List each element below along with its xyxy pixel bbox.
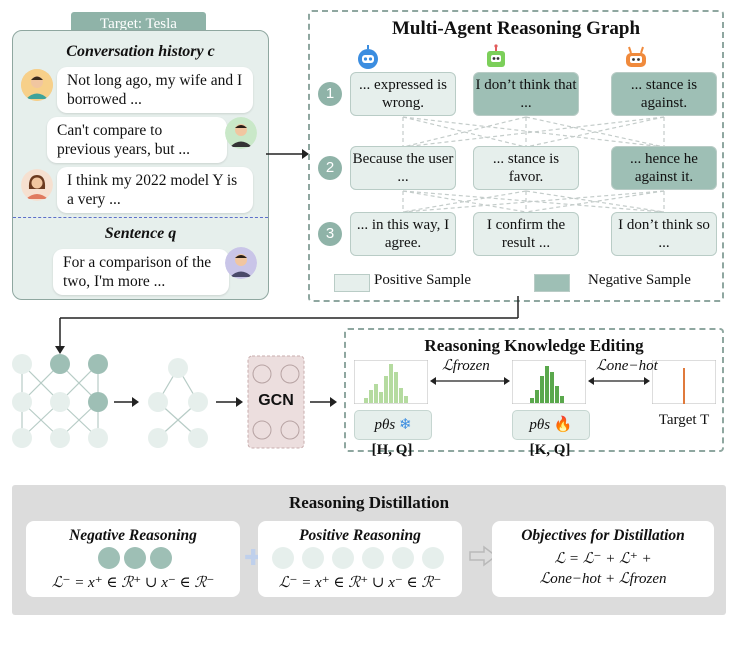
knowledge-editing-panel: Reasoning Knowledge Editing ℒfrozen ℒone… bbox=[344, 328, 724, 458]
connector-graph-to-network bbox=[55, 296, 519, 354]
negative-dot bbox=[124, 547, 146, 569]
message-bubble-3: I think my 2022 model Y is a very ... bbox=[57, 167, 253, 213]
legend-positive-label: Positive Sample bbox=[374, 272, 472, 288]
node-r2-c: ... hence he against it. bbox=[611, 146, 717, 190]
node-r3-a: ... in this way, I agree. bbox=[350, 212, 456, 256]
avatar-man-2-icon bbox=[225, 117, 257, 149]
node-r1-a: ... expressed is wrong. bbox=[350, 72, 456, 116]
legend-positive-swatch bbox=[334, 274, 370, 292]
robot-blue-icon bbox=[358, 45, 378, 69]
negative-dot bbox=[150, 547, 172, 569]
arrow-right-icon bbox=[469, 545, 498, 567]
objectives-title: Objectives for Distillation bbox=[521, 527, 685, 544]
editing-title: Reasoning Knowledge Editing bbox=[424, 336, 644, 355]
positive-dot bbox=[332, 547, 354, 569]
distillation-title: Reasoning Distillation bbox=[288, 493, 450, 512]
message-bubble-2: Can't compare to previous years, but ... bbox=[47, 117, 227, 163]
row-number-2: 2 bbox=[318, 156, 342, 180]
input-kq-label: [K, Q] bbox=[529, 442, 571, 458]
loss-onehot-label: ℒone−hot bbox=[596, 358, 658, 374]
input-hq-label: [H, Q] bbox=[371, 442, 413, 458]
positive-dot bbox=[422, 547, 444, 569]
distribution-left bbox=[354, 360, 428, 404]
negative-dot bbox=[98, 547, 120, 569]
sentence-title: Sentence q bbox=[104, 225, 177, 242]
message-bubble-1: Not long ago, my wife and I borrowed ... bbox=[57, 67, 253, 113]
positive-dot bbox=[362, 547, 384, 569]
node-r1-c: ... stance is against. bbox=[611, 72, 717, 116]
objective-formula-line1: ℒ = ℒ⁻ + ℒ⁺ + bbox=[554, 551, 652, 567]
node-r3-c: I don’t think so ... bbox=[611, 212, 717, 256]
node-r2-a: Because the user ... bbox=[350, 146, 456, 190]
positive-title: Positive Reasoning bbox=[299, 527, 421, 544]
graph-edges bbox=[402, 116, 665, 213]
positive-dot bbox=[272, 547, 294, 569]
positive-dot bbox=[392, 547, 414, 569]
param-frozen: pθs ❄ bbox=[354, 410, 432, 440]
legend-negative-label: Negative Sample bbox=[588, 272, 691, 288]
avatar-man-icon bbox=[21, 69, 53, 101]
target-label-text: Target T bbox=[658, 412, 710, 428]
node-r3-b: I confirm the result ... bbox=[473, 212, 579, 256]
robot-orange-icon bbox=[626, 46, 646, 67]
node-r2-b: ... stance is favor. bbox=[473, 146, 579, 190]
sentence-bubble: For a comparison of the two, I'm more ..… bbox=[53, 249, 229, 295]
robot-green-icon bbox=[487, 44, 505, 67]
distribution-right bbox=[512, 360, 586, 404]
conversation-panel: Conversation history c Not long ago, my … bbox=[12, 30, 269, 300]
row-number-1: 1 bbox=[318, 82, 342, 106]
history-title: Conversation history c bbox=[66, 43, 215, 60]
legend-negative-swatch bbox=[534, 274, 570, 292]
objectives-box: Objectives for Distillation ℒ = ℒ⁻ + ℒ⁺ … bbox=[492, 521, 714, 597]
reasoning-graph-panel: Multi-Agent Reasoning Graph 1 ... expres… bbox=[308, 10, 724, 302]
negative-formula: ℒ⁻ = x⁺ ∈ ℛ⁺ ∪ x⁻ ∈ ℛ⁻ bbox=[51, 575, 215, 591]
gcn-label: GCN bbox=[258, 392, 294, 409]
target-distribution bbox=[652, 360, 716, 404]
snowflake-icon: ❄ bbox=[398, 417, 412, 433]
plus-icon: ✚ bbox=[244, 545, 263, 570]
positive-dot bbox=[302, 547, 324, 569]
row-number-3: 3 bbox=[318, 222, 342, 246]
param-trainable: pθs 🔥 bbox=[512, 410, 590, 440]
param-trainable-label: pθs bbox=[529, 417, 551, 433]
node-r1-b: I don’t think that ... bbox=[473, 72, 579, 116]
positive-formula: ℒ⁻ = x⁺ ∈ ℛ⁺ ∪ x⁻ ∈ ℛ⁻ bbox=[278, 575, 442, 591]
distillation-panel: Reasoning Distillation Negative Reasonin… bbox=[12, 485, 726, 615]
arrow-to-graph bbox=[266, 149, 309, 159]
graph-title: Multi-Agent Reasoning Graph bbox=[391, 18, 641, 39]
negative-title: Negative Reasoning bbox=[69, 527, 197, 544]
arrow-frozen bbox=[430, 377, 510, 385]
param-frozen-label: pθs bbox=[374, 417, 396, 433]
avatar-man-3-icon bbox=[225, 247, 257, 279]
fire-icon: 🔥 bbox=[553, 417, 573, 433]
loss-frozen-label: ℒfrozen bbox=[442, 358, 490, 374]
avatar-woman-icon bbox=[21, 169, 53, 201]
objective-formula-line2: ℒone−hot + ℒfrozen bbox=[539, 571, 667, 587]
arrow-onehot bbox=[588, 377, 650, 385]
network-diagram bbox=[12, 354, 337, 449]
divider bbox=[13, 217, 268, 218]
negative-reasoning-box: Negative Reasoning ℒ⁻ = x⁺ ∈ ℛ⁺ ∪ x⁻ ∈ ℛ… bbox=[26, 521, 240, 597]
positive-reasoning-box: Positive Reasoning ℒ⁻ = x⁺ ∈ ℛ⁺ ∪ x⁻ ∈ ℛ… bbox=[258, 521, 462, 597]
